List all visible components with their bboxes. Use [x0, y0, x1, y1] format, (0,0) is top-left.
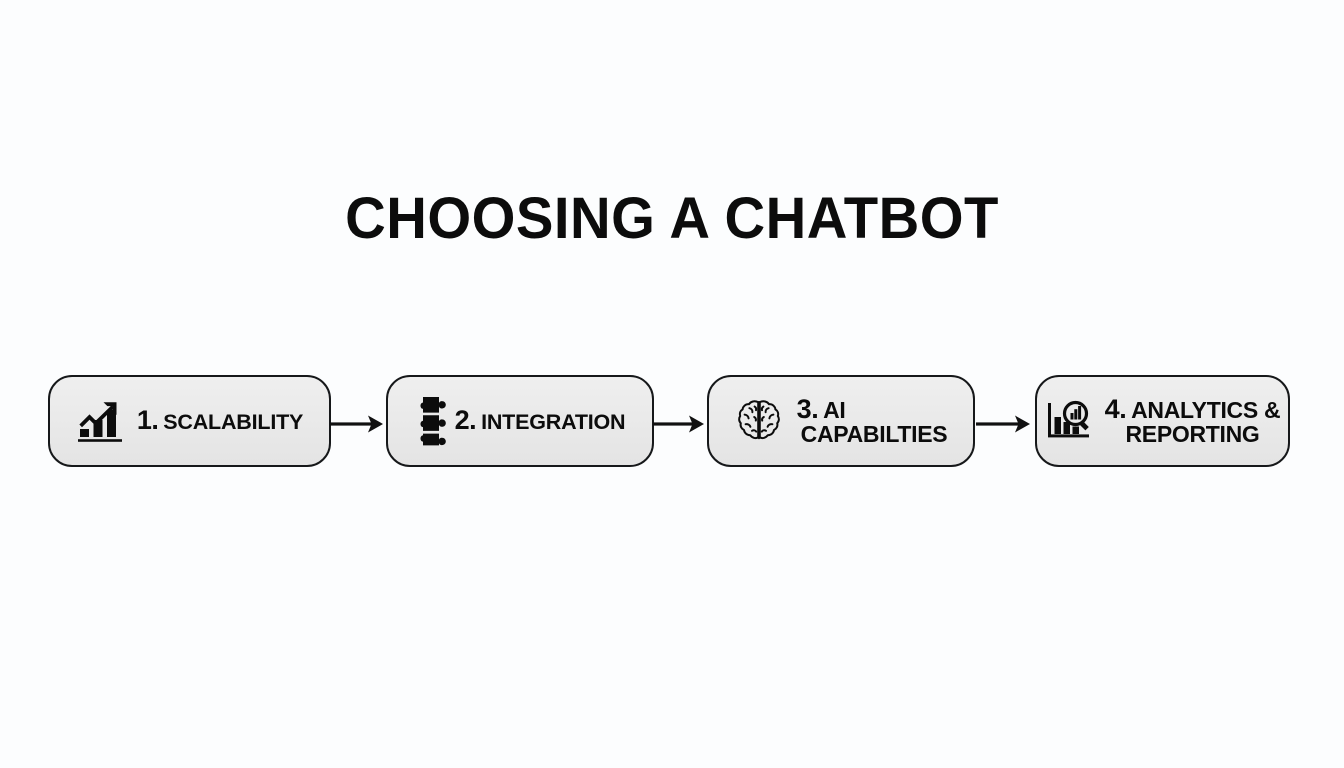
flow-step-4-line-1: 4. ANALYTICS &	[1104, 393, 1281, 424]
connector-arrow-2-to-3	[653, 408, 709, 440]
bar-chart-growth-icon	[76, 398, 128, 444]
page-title: CHOOSING A CHATBOT	[345, 186, 999, 251]
flow-step-4-number: 4.	[1104, 393, 1132, 424]
flow-step-4-label: 4. ANALYTICS & REPORTING	[1104, 393, 1281, 448]
right-arrow-icon	[330, 415, 383, 433]
flow-step-3-text-2: CAPABILTIES	[800, 421, 948, 448]
flow-step-2-text: INTEGRATION	[481, 410, 626, 435]
flow-step-1-number: 1.	[136, 405, 164, 436]
flow-step-integration[interactable]: 2. INTEGRATION	[386, 375, 654, 467]
flow-step-1-label: 1. SCALABILITY	[136, 405, 304, 436]
flow-step-1-text: SCALABILITY	[163, 410, 304, 435]
connector-arrow-1-to-2	[330, 408, 388, 440]
flow-step-4-text-1: ANALYTICS &	[1131, 396, 1281, 423]
brain-icon	[735, 397, 783, 445]
flow-step-4-text-2: REPORTING	[1125, 421, 1260, 448]
analytics-magnifier-icon	[1045, 398, 1095, 444]
right-arrow-icon	[653, 415, 704, 433]
right-arrow-icon	[976, 415, 1030, 433]
flow-step-3-line-1: 3. AI	[796, 393, 948, 424]
connector-arrow-3-to-4	[974, 408, 1036, 440]
flow-step-3-text-1: AI	[823, 396, 846, 423]
flow-step-2-number: 2.	[454, 405, 482, 436]
flow-step-scalability[interactable]: 1. SCALABILITY	[48, 375, 331, 467]
flow-step-3-label: 3. AI CAPABILTIES	[796, 393, 948, 448]
flow-step-analytics-reporting[interactable]: 4. ANALYTICS & REPORTING	[1035, 375, 1290, 467]
flow-step-3-number: 3.	[796, 393, 824, 424]
flow-step-2-label: 2. INTEGRATION	[454, 405, 626, 436]
puzzle-piece-icon	[415, 395, 457, 447]
flow-step-ai-capabilities[interactable]: 3. AI CAPABILTIES	[707, 375, 975, 467]
